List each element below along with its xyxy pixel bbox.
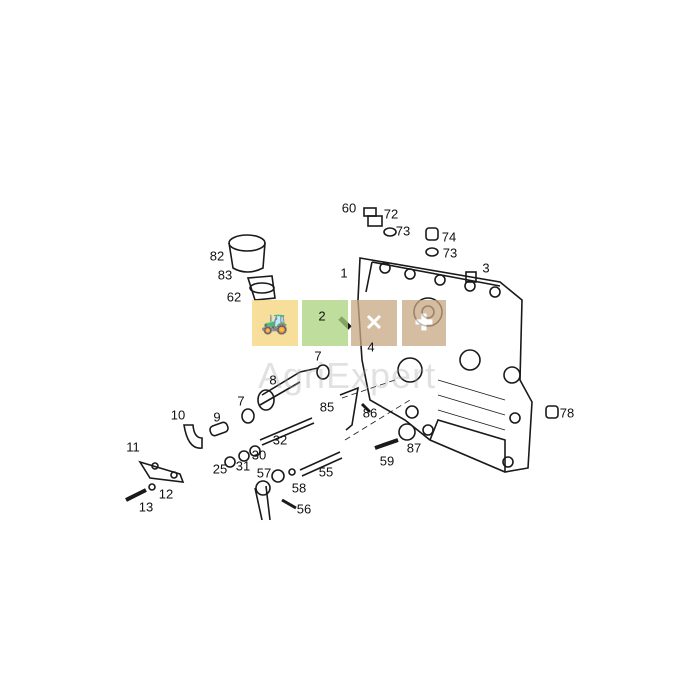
watermark: AgriExpert [258, 355, 437, 396]
callout-72: 72 [383, 206, 399, 222]
callout-82: 82 [209, 248, 225, 264]
part-13 [125, 488, 147, 502]
part-56 [281, 498, 297, 510]
callout-13: 13 [138, 499, 154, 515]
part-7a [316, 364, 330, 380]
callout-9: 9 [213, 409, 221, 425]
callout-8: 8 [269, 372, 277, 388]
callout-4: 4 [367, 339, 375, 355]
part-9 [209, 421, 229, 437]
callout-11: 11 [126, 439, 140, 455]
tile-garden-fork[interactable]: ✚ [402, 300, 446, 346]
callout-30: 30 [251, 447, 267, 463]
tractor-icon: 🚜 [261, 310, 289, 335]
part-72 [367, 215, 383, 227]
part-78 [545, 405, 559, 419]
callout-59: 59 [379, 453, 395, 469]
callout-85: 85 [319, 399, 335, 415]
part-74 [425, 227, 439, 241]
part-59 [374, 438, 399, 450]
part-87 [398, 423, 416, 441]
tile-tractor[interactable]: 🚜 [252, 300, 298, 346]
part-57-lever [254, 485, 271, 521]
callout-7b: 7 [237, 393, 245, 409]
callout-74: 74 [441, 229, 457, 245]
part-85 [339, 386, 360, 431]
part-60 [363, 207, 377, 217]
callout-62: 62 [226, 289, 242, 305]
callout-73b: 73 [442, 245, 458, 261]
part-73a [383, 227, 397, 237]
part-11 [138, 460, 185, 483]
part-86 [360, 402, 372, 414]
part-10 [183, 424, 203, 449]
tile-garden[interactable] [302, 300, 348, 346]
garden-fork-icon: ✚ [414, 310, 434, 335]
callout-58: 58 [291, 480, 307, 496]
callout-3: 3 [482, 260, 490, 276]
callout-86: 86 [362, 405, 378, 421]
tile-tools[interactable]: ✕ [351, 300, 397, 346]
callout-10: 10 [170, 407, 186, 423]
callout-12: 12 [158, 486, 174, 502]
callout-2: 2 [318, 308, 326, 324]
part-7b [241, 408, 255, 424]
callout-60: 60 [341, 200, 357, 216]
part-3 [465, 271, 477, 283]
part-32 [259, 417, 315, 446]
callout-78: 78 [559, 405, 575, 421]
callout-57: 57 [256, 465, 272, 481]
callout-83: 83 [217, 267, 233, 283]
callout-25: 25 [212, 461, 228, 477]
callout-73: 73 [395, 223, 411, 239]
callout-87: 87 [406, 440, 422, 456]
tools-icon: ✕ [364, 310, 384, 335]
callout-31: 31 [235, 458, 251, 474]
callout-1: 1 [340, 265, 348, 281]
housing-body [357, 257, 533, 473]
callout-7: 7 [314, 348, 322, 364]
callout-32: 32 [272, 432, 288, 448]
part-55 [299, 451, 343, 477]
filler-cap-assembly [228, 234, 276, 301]
callout-56: 56 [296, 501, 312, 517]
part-73b [425, 247, 439, 257]
callout-55: 55 [318, 464, 334, 480]
